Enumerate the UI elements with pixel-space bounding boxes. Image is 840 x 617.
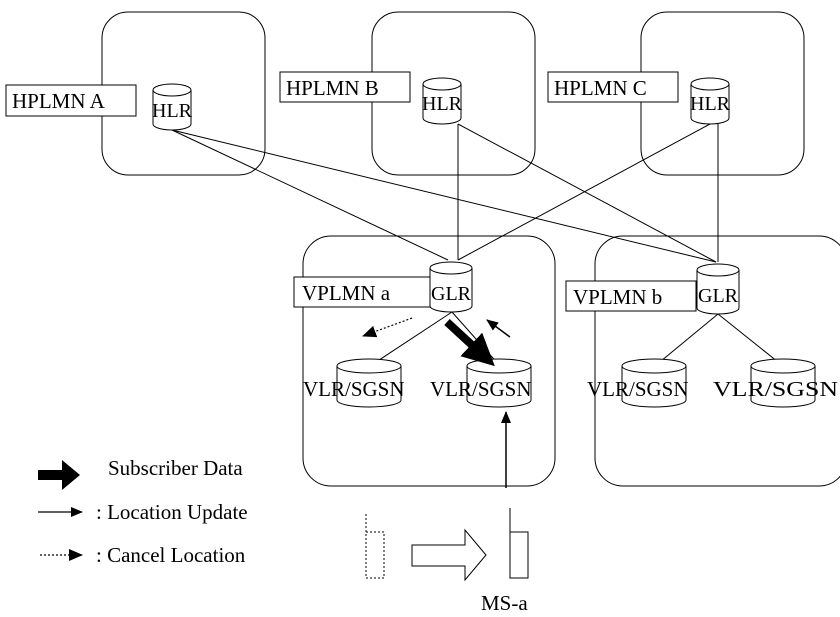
vplmn-b-label-box xyxy=(565,280,697,312)
hplmn-a-hlr-label: HLR xyxy=(152,100,193,122)
legend-thick-arrow-icon xyxy=(38,460,80,490)
hplmn-c: HPLMN C HLR xyxy=(547,11,805,176)
legend-location-update: : Location Update xyxy=(38,500,248,524)
vplmn-b-label: VPLMN b xyxy=(573,285,662,309)
vplmn-a-flow-arrows xyxy=(362,317,511,488)
hplmn-a: HPLMN A HLR xyxy=(5,11,266,176)
subscriber-data-arrow xyxy=(444,319,495,367)
vplmn-a-label: VPLMN a xyxy=(302,281,391,305)
vplmn-b-box xyxy=(594,235,840,487)
legend-subscriber-data-label: Subscriber Data xyxy=(108,456,243,480)
hplmn-b-hlr-cylinder: HLR xyxy=(422,77,463,125)
legend-location-update-label: : Location Update xyxy=(96,500,248,524)
legend-subscriber-data: Subscriber Data xyxy=(38,456,243,490)
ms-move-arrow-icon xyxy=(411,528,487,582)
vplmn-b: VPLMN b GLR VLR/SGSN VLR/SGSN xyxy=(565,235,840,487)
hplmn-a-label-box xyxy=(5,84,137,117)
ms-old-position-icon xyxy=(365,512,385,579)
vplmn-b-vlr-1-label: VLR/SGSN xyxy=(587,377,689,401)
hplmn-b-hlr-label: HLR xyxy=(422,93,463,115)
vplmn-b-vlr-2-cylinder xyxy=(750,358,816,408)
hplmn-b-label-box xyxy=(279,71,411,103)
vplmn-b-vlr-2-label: VLR/SGSN xyxy=(713,377,838,401)
hplmn-b-label: HPLMN B xyxy=(286,76,379,100)
vplmn-a-vlr-1-cylinder xyxy=(336,358,402,408)
hplmn-a-label: HPLMN A xyxy=(12,89,106,113)
vplmn-a-glr-cylinder: GLR xyxy=(429,261,473,313)
legend: Subscriber Data : Location Update : Canc… xyxy=(38,456,248,567)
hplmn-c-label-box xyxy=(547,71,679,103)
link-hlr-c-glr-a xyxy=(457,123,711,261)
link-glr-a-vlr-1 xyxy=(369,311,453,367)
ms-new-position-icon xyxy=(509,508,529,579)
vplmn-a: VPLMN a GLR VLR/SGSN VLR/SGSN xyxy=(293,235,556,487)
vplmn-a-glr-label: GLR xyxy=(431,283,472,305)
cancel-location-arrow xyxy=(362,317,413,338)
legend-cancel-location-label: : Cancel Location xyxy=(96,543,246,567)
hlr-glr-links xyxy=(171,123,719,263)
hplmn-b: HPLMN B HLR xyxy=(279,11,536,176)
link-glr-b-vlr-2 xyxy=(717,313,784,367)
vplmn-b-vlr-1-cylinder xyxy=(621,358,687,408)
hplmn-c-hlr-label: HLR xyxy=(690,93,731,115)
link-hlr-b-glr-b xyxy=(457,123,717,263)
vplmn-a-vlr-2-label: VLR/SGSN xyxy=(430,377,532,401)
mobile-station: MS-a xyxy=(365,508,529,615)
link-glr-b-vlr-1 xyxy=(654,313,719,367)
link-hlr-a-glr-b xyxy=(171,129,717,263)
link-glr-a-vlr-2 xyxy=(451,311,501,367)
vplmn-b-glr-label: GLR xyxy=(698,285,739,307)
ms-label: MS-a xyxy=(481,591,528,615)
vplmn-b-glr-cylinder: GLR xyxy=(696,263,740,315)
hplmn-a-hlr-cylinder: HLR xyxy=(152,83,193,131)
vplmn-a-box xyxy=(302,235,556,487)
link-hlr-a-glr-a xyxy=(171,129,449,261)
hplmn-c-label: HPLMN C xyxy=(554,76,647,100)
hplmn-c-hlr-cylinder: HLR xyxy=(690,77,731,125)
legend-cancel-location: : Cancel Location xyxy=(40,543,246,567)
vplmn-a-vlr-1-label: VLR/SGSN xyxy=(303,377,405,401)
location-update-arrow-to-glr xyxy=(486,319,511,338)
